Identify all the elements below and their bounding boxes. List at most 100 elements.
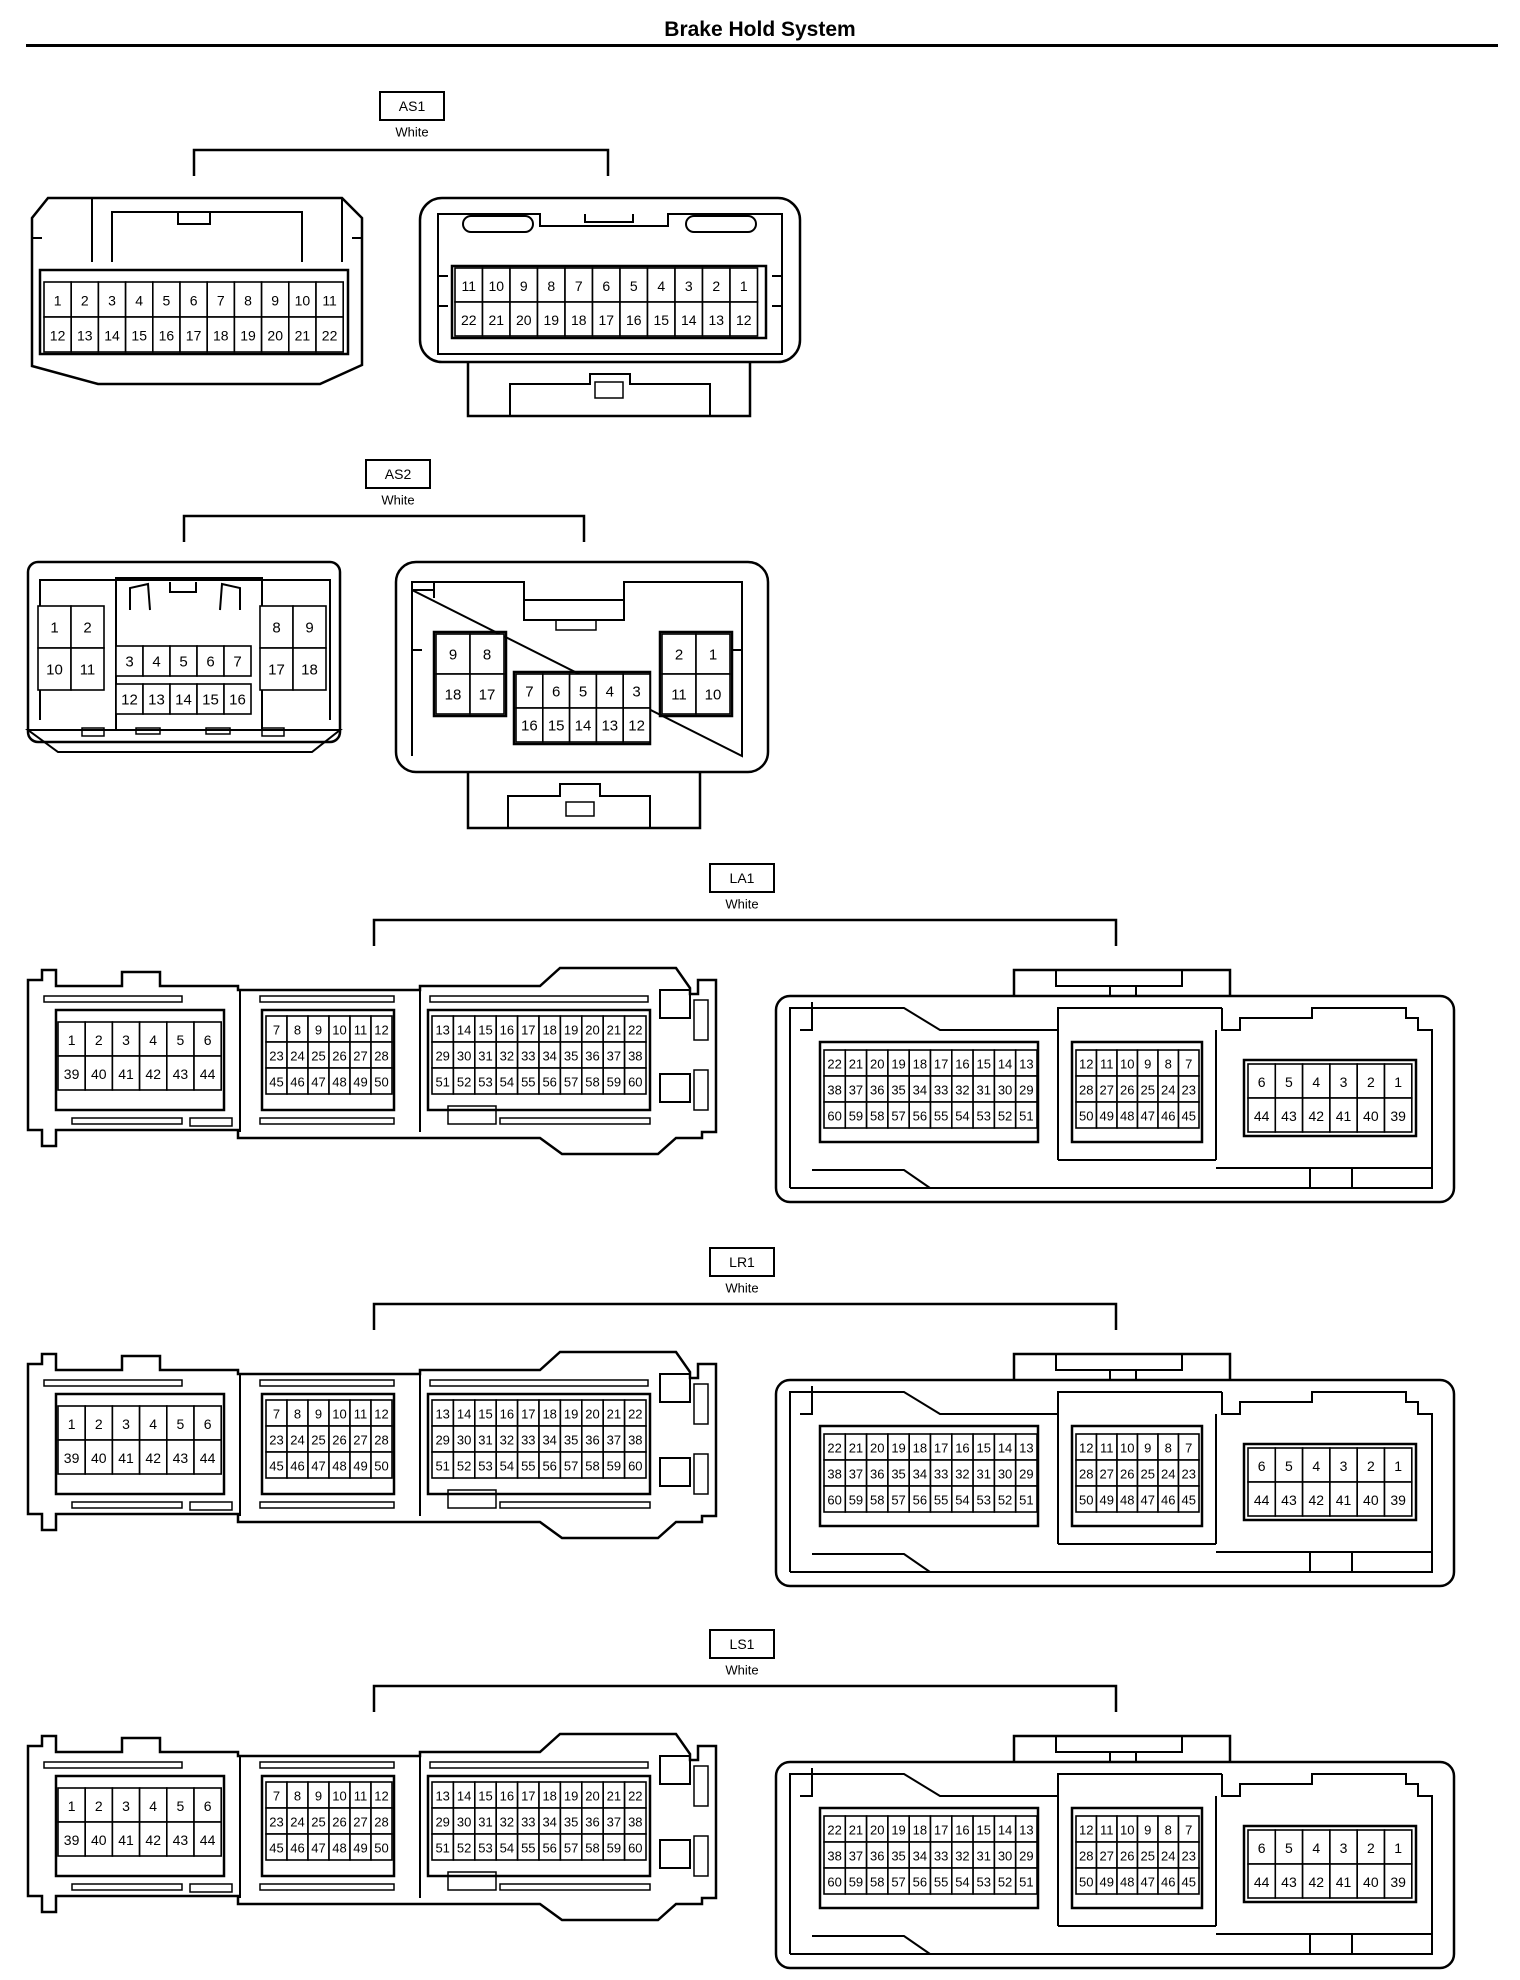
pin-number: 50 <box>374 1841 388 1856</box>
pin-number: 15 <box>478 1789 492 1804</box>
housing-outline <box>1055 1354 1183 1380</box>
pin-cell <box>70 605 105 649</box>
pin-number: 27 <box>1100 1849 1114 1864</box>
pin-number: 13 <box>1019 1441 1033 1456</box>
pin-number: 35 <box>891 1849 905 1864</box>
housing-outline <box>812 1553 931 1573</box>
latch-slot <box>462 215 534 233</box>
pin-cell <box>1356 1863 1386 1899</box>
pin-number: 6 <box>190 293 198 309</box>
pin-number: 41 <box>118 1832 134 1848</box>
connector-id-box <box>379 91 445 121</box>
pin-number: 44 <box>200 1066 216 1082</box>
pin-number: 17 <box>598 312 614 328</box>
connector-id-box <box>709 1629 775 1659</box>
pin-number: 4 <box>606 684 614 701</box>
pin-number: 1 <box>68 1032 76 1048</box>
pin-number: 42 <box>1308 1874 1324 1890</box>
pin-cell <box>1383 1481 1413 1517</box>
pin-frame <box>1070 1424 1204 1528</box>
pin-frame <box>426 1774 652 1878</box>
pin-number: 45 <box>1182 1493 1196 1508</box>
lock-tab <box>594 381 624 399</box>
pin-number: 10 <box>46 662 63 679</box>
pin-cell <box>541 673 571 709</box>
pin-number: 4 <box>135 293 143 309</box>
pin-number: 5 <box>579 684 587 701</box>
latch-slot <box>447 1489 497 1509</box>
pin-number: 4 <box>149 1032 157 1048</box>
pin-number: 5 <box>1285 1458 1293 1474</box>
pin-frame <box>1242 1442 1418 1522</box>
pin-number: 56 <box>542 1841 556 1856</box>
connector-id-box <box>709 1247 775 1277</box>
pin-number: 6 <box>204 1032 212 1048</box>
pin-number: 33 <box>521 1815 535 1830</box>
pin-number: 37 <box>849 1083 863 1098</box>
side-lock <box>693 999 709 1041</box>
pin-number: 49 <box>353 1075 367 1090</box>
pin-number: 38 <box>827 1467 841 1482</box>
pin-cell <box>84 1439 114 1475</box>
pin-number: 24 <box>1161 1849 1175 1864</box>
pin-frame <box>426 1008 652 1112</box>
pin-number: 3 <box>1340 1074 1348 1090</box>
latch-slot <box>189 1883 233 1893</box>
pin-number: 22 <box>628 1789 642 1804</box>
housing-outline <box>24 729 343 753</box>
pin-number: 6 <box>1258 1458 1266 1474</box>
pin-number: 12 <box>121 692 138 709</box>
housing-outline <box>523 600 625 621</box>
pin-number: 31 <box>478 1049 492 1064</box>
pin-number: 10 <box>1120 1823 1134 1838</box>
pin-number: 8 <box>1165 1441 1172 1456</box>
pin-number: 8 <box>1165 1057 1172 1072</box>
latch-rail <box>429 1379 649 1387</box>
pin-number: 40 <box>1363 1108 1379 1124</box>
pin-number: 31 <box>977 1083 991 1098</box>
pin-number: 16 <box>955 1441 969 1456</box>
pin-number: 26 <box>332 1433 346 1448</box>
pin-number: 36 <box>585 1815 599 1830</box>
pin-cell <box>509 301 539 337</box>
pin-number: 20 <box>585 1789 599 1804</box>
pin-number: 19 <box>543 312 559 328</box>
pin-number: 25 <box>311 1815 325 1830</box>
pin-number: 51 <box>1019 1493 1033 1508</box>
pin-number: 40 <box>91 1066 107 1082</box>
connector-bracket <box>192 148 610 176</box>
latch-slot <box>189 1117 233 1127</box>
pin-cell <box>1356 1481 1386 1517</box>
pin-number: 26 <box>332 1815 346 1830</box>
pin-number: 35 <box>564 1433 578 1448</box>
housing-outline <box>1055 1736 1183 1762</box>
side-lock <box>693 1835 709 1877</box>
pin-number: 48 <box>332 1075 346 1090</box>
housing-outline <box>26 560 342 744</box>
pin-number: 54 <box>955 1875 969 1890</box>
pin-number: 60 <box>628 1459 642 1474</box>
pin-number: 10 <box>1120 1057 1134 1072</box>
pin-number: 20 <box>585 1407 599 1422</box>
pin-number: 19 <box>564 1407 578 1422</box>
housing-outline <box>1012 1734 1232 1762</box>
pin-number: 6 <box>602 278 610 294</box>
pin-number: 44 <box>200 1450 216 1466</box>
pin-cell <box>259 605 294 649</box>
pin-number: 41 <box>1336 1874 1352 1890</box>
pin-number: 9 <box>1144 1823 1151 1838</box>
pin-number: 28 <box>1079 1467 1093 1482</box>
pin-cell <box>196 645 225 677</box>
pin-number: 18 <box>913 1441 927 1456</box>
latch-rail <box>43 1379 183 1387</box>
pin-frame <box>38 268 350 356</box>
latch-slot <box>205 727 231 735</box>
pin-number: 15 <box>478 1023 492 1038</box>
housing-outline <box>812 1935 931 1955</box>
pin-cell <box>233 281 263 318</box>
pin-number: 44 <box>1254 1492 1270 1508</box>
pin-number: 15 <box>977 1823 991 1838</box>
pin-cell <box>1383 1863 1413 1899</box>
pin-cell <box>315 316 345 353</box>
